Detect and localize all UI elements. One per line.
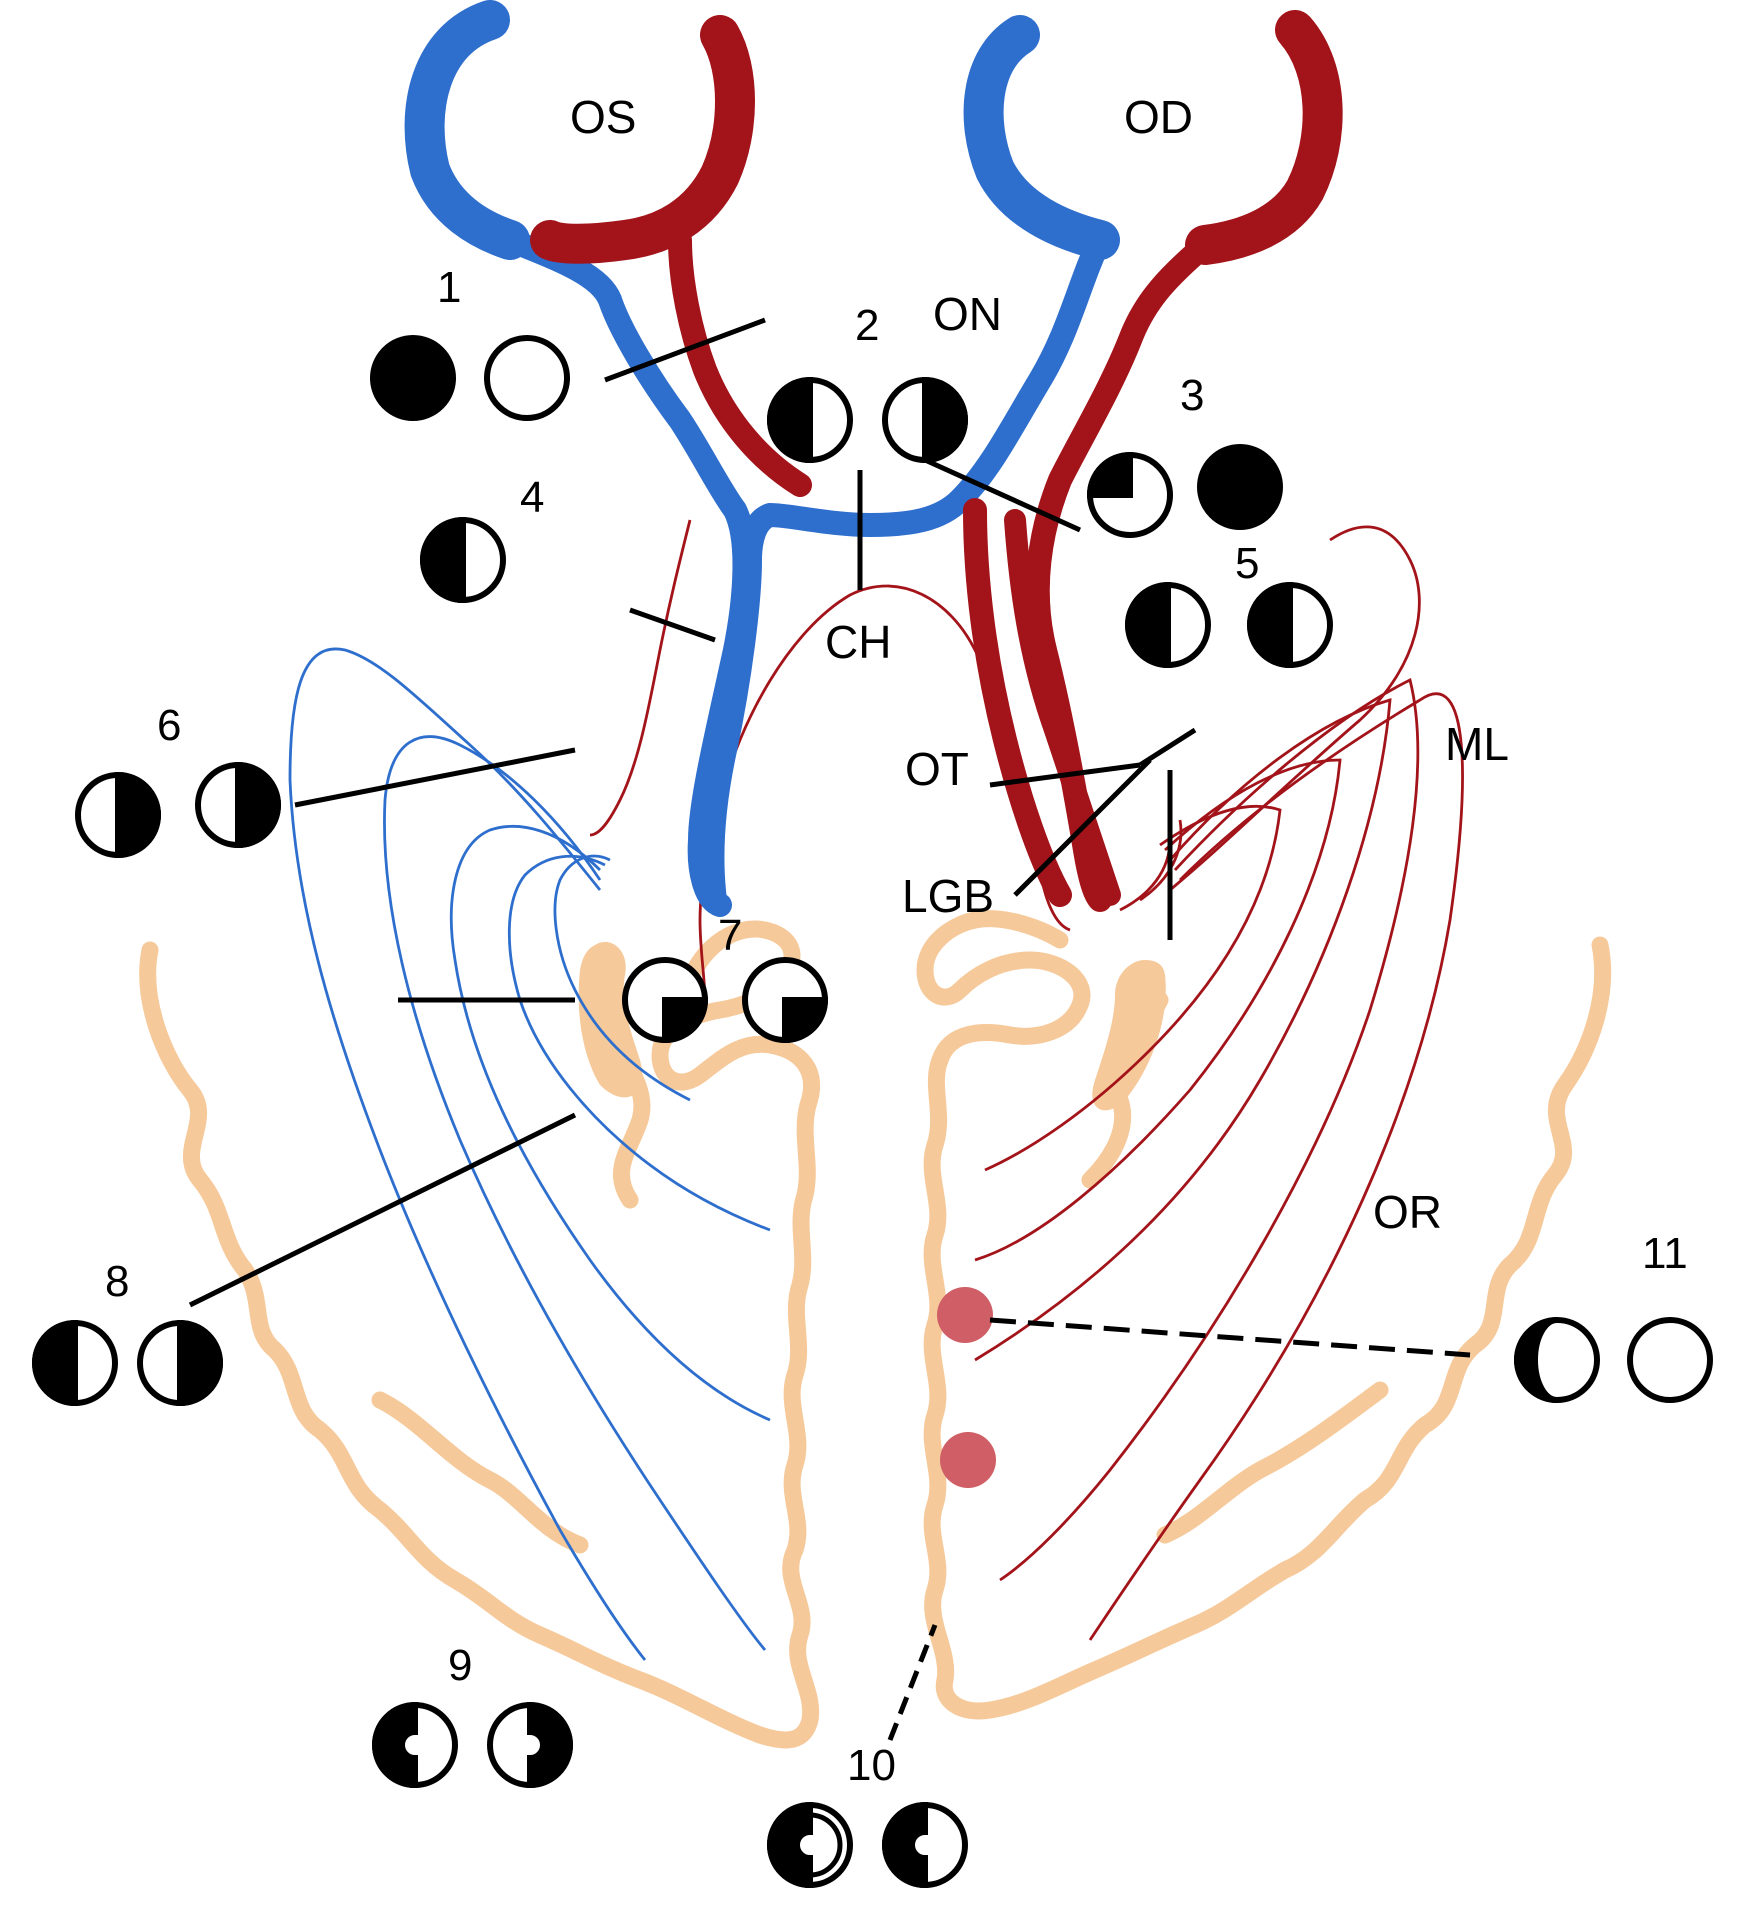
structure-labels: OS OD ON CH OT LGB ML OR bbox=[570, 91, 1509, 1238]
field-2-right bbox=[882, 376, 968, 464]
label-ch: CH bbox=[825, 616, 891, 668]
field-7-right bbox=[742, 957, 829, 1044]
lesion-number-1: 1 bbox=[437, 263, 461, 312]
field-11-right bbox=[1627, 1317, 1713, 1403]
field-5-right bbox=[1247, 581, 1333, 669]
field-9-right bbox=[487, 1701, 573, 1789]
left-tract-border-red bbox=[589, 519, 692, 837]
label-ot: OT bbox=[905, 743, 969, 795]
label-on: ON bbox=[933, 288, 1002, 340]
label-od: OD bbox=[1124, 91, 1193, 143]
lesion-number-9: 9 bbox=[448, 1641, 472, 1690]
lesion-number-6: 6 bbox=[157, 701, 181, 750]
lesion-number-3: 3 bbox=[1180, 371, 1204, 420]
lesion-dot-lower bbox=[940, 1432, 996, 1488]
lesion-number-8: 8 bbox=[105, 1257, 129, 1306]
ot-lesion-line bbox=[1138, 727, 1197, 768]
visual-field-icons bbox=[32, 335, 1713, 1889]
label-lgb: LGB bbox=[902, 870, 994, 922]
blue-fiber-3 bbox=[449, 825, 771, 1422]
right-sulcus-2 bbox=[1156, 1381, 1389, 1544]
field-2-left bbox=[767, 376, 853, 464]
optic-nerves-and-tracts bbox=[404, 0, 1343, 917]
lesion-line-10 bbox=[887, 1624, 938, 1741]
radiation-fiber-4 bbox=[974, 758, 1342, 1262]
occipital-lesion-dots bbox=[937, 1287, 996, 1488]
blue-fiber-4 bbox=[507, 854, 771, 1232]
field-8-right bbox=[137, 1319, 223, 1407]
ot-pointer-line bbox=[989, 762, 1141, 788]
radiation-fiber-5 bbox=[984, 804, 1282, 1172]
field-8-left bbox=[32, 1319, 118, 1407]
radiation-fiber-outer bbox=[1088, 692, 1464, 1641]
lesion-number-11: 11 bbox=[1642, 1229, 1688, 1278]
field-7-left bbox=[622, 957, 709, 1044]
lesion-line-8 bbox=[188, 1112, 577, 1308]
lesion-number-7: 7 bbox=[718, 911, 742, 960]
lesion-number-5: 5 bbox=[1235, 539, 1259, 588]
field-10-left bbox=[767, 1801, 853, 1889]
field-6-right bbox=[195, 761, 281, 849]
field-6-left bbox=[75, 771, 162, 859]
left-red-tract bbox=[963, 498, 1072, 907]
lesion-line-11 bbox=[989, 1317, 1471, 1358]
lesion-line-3 bbox=[923, 457, 1082, 533]
left-sulcus-2 bbox=[371, 1391, 589, 1554]
radiation-fiber-3 bbox=[974, 698, 1392, 1362]
meyer-loop-fiber bbox=[1169, 525, 1421, 892]
field-4-left bbox=[420, 516, 506, 604]
blue-fiber-2 bbox=[383, 735, 767, 1651]
lesion-dot-upper bbox=[937, 1287, 993, 1343]
right-medial-surface bbox=[923, 1051, 955, 1689]
lgb-pointer-line bbox=[1013, 758, 1152, 897]
os-nasal-red-arc bbox=[530, 15, 755, 264]
lesion-number-4: 4 bbox=[520, 473, 544, 522]
field-5-left bbox=[1125, 581, 1211, 669]
label-os: OS bbox=[570, 91, 636, 143]
os-temporal-blue-arc bbox=[404, 0, 530, 260]
field-3-left bbox=[1086, 451, 1173, 538]
field-10-right bbox=[882, 1801, 968, 1889]
lesion-numbers: 1 2 3 4 5 6 7 8 9 10 11 bbox=[105, 263, 1688, 1790]
occipital-cortex bbox=[139, 910, 1612, 1749]
field-11-left bbox=[1514, 1317, 1600, 1403]
right-red-tract-inner bbox=[1004, 509, 1121, 906]
label-or: OR bbox=[1373, 1186, 1442, 1238]
lesion-number-2: 2 bbox=[855, 301, 879, 350]
lesion-number-10: 10 bbox=[847, 1741, 896, 1790]
field-1-left bbox=[370, 335, 456, 421]
blue-fiber-outer bbox=[288, 647, 647, 1661]
field-1-right bbox=[484, 335, 570, 421]
field-9-left bbox=[372, 1701, 458, 1789]
lesion-lines bbox=[188, 317, 1471, 1741]
radiation-fiber-2 bbox=[999, 677, 1420, 1582]
od-nasal-blue-arc bbox=[963, 15, 1120, 260]
left-optic-radiations bbox=[288, 647, 771, 1661]
left-cortex-outline bbox=[139, 941, 820, 1749]
od-nasal-blue-nerve bbox=[700, 228, 1112, 912]
od-temporal-red-arc bbox=[1185, 10, 1343, 265]
field-3-right bbox=[1197, 444, 1283, 530]
os-temporal-blue-nerve bbox=[498, 228, 757, 917]
os-nasal-red-nerve bbox=[668, 228, 812, 497]
label-ml: ML bbox=[1445, 718, 1509, 770]
right-calcarine-fold bbox=[916, 910, 1091, 1069]
blue-fiber-5 bbox=[553, 854, 691, 1102]
lesion-line-1 bbox=[604, 317, 766, 383]
lesion-line-4 bbox=[629, 607, 716, 643]
right-ventricle bbox=[1092, 960, 1166, 1111]
right-cortex-outline bbox=[935, 936, 1612, 1720]
lesion-line-6 bbox=[294, 747, 576, 808]
